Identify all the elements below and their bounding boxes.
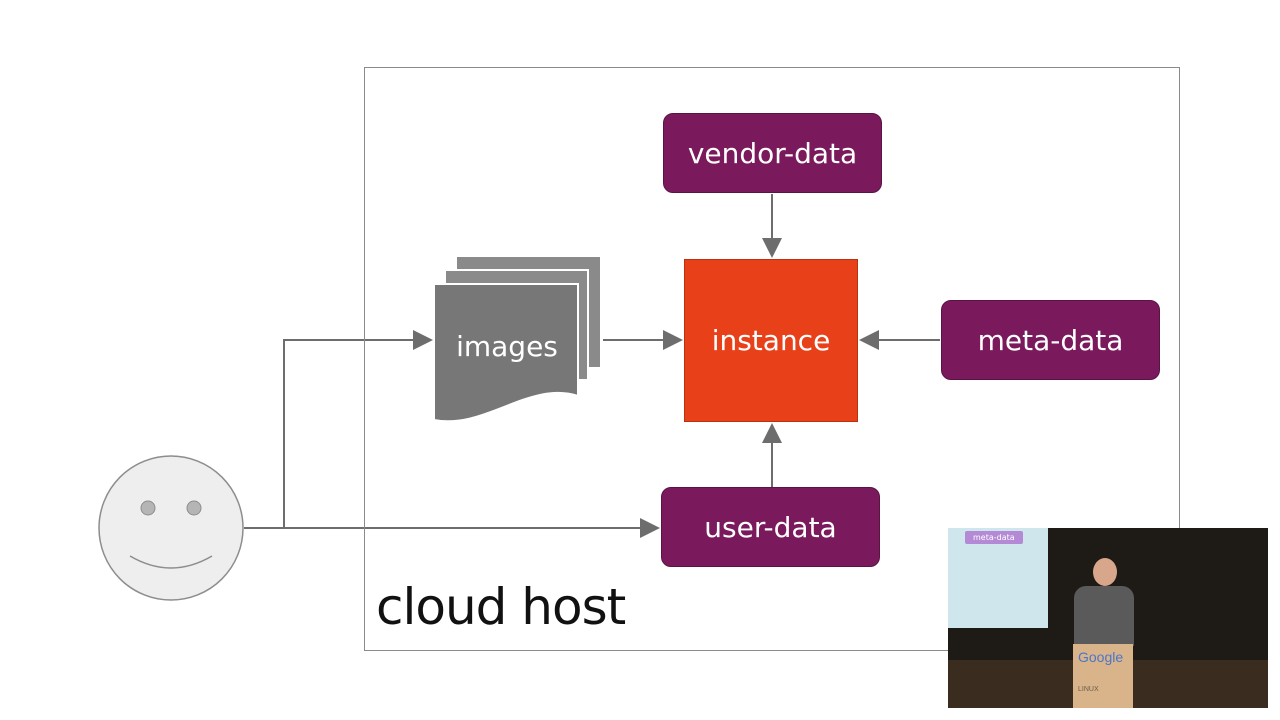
arrow-user-to-images: [244, 330, 433, 529]
speaker-body: [1074, 586, 1134, 646]
podium-logo: LINUX: [1078, 686, 1099, 693]
instance-node: instance: [684, 259, 858, 422]
meta-data-node: meta-data: [941, 300, 1160, 380]
vendor-data-node: vendor-data: [663, 113, 882, 193]
podium: [1073, 644, 1133, 708]
user-smiley-icon: [98, 455, 244, 601]
speaker-video-inset: meta-data Google LINUX: [948, 528, 1268, 708]
podium-brand: Google: [1078, 649, 1124, 665]
cloud-host-label: cloud host: [376, 578, 626, 636]
images-node-label: images: [456, 330, 558, 363]
speaker-head: [1093, 558, 1117, 586]
video-slide-tag: meta-data: [965, 531, 1023, 544]
images-stack-icon: [433, 257, 600, 423]
video-slide-screen: [948, 528, 1048, 628]
cloud-host-container: [364, 67, 1180, 651]
user-data-node: user-data: [661, 487, 880, 567]
